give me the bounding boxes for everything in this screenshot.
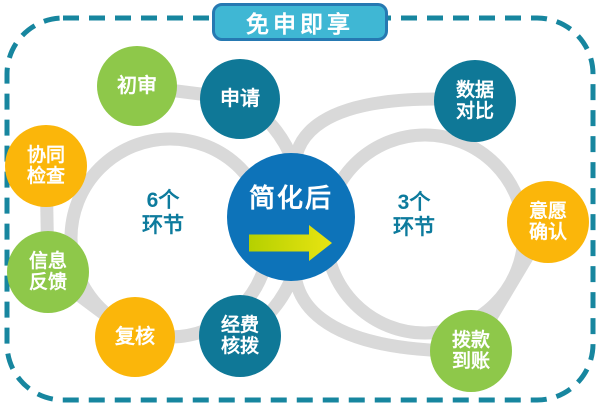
center-simplified-circle: 简化后	[227, 153, 355, 281]
step-joint-inspection: 协同 检查	[5, 125, 87, 207]
step-intent-confirmation: 意愿 确认	[507, 181, 589, 263]
page-title: 免申即享	[212, 3, 388, 41]
right-ring-label: 3个 环节	[393, 191, 435, 240]
left-ring-label: 6个 环节	[142, 189, 184, 238]
center-label: 简化后	[248, 182, 333, 213]
arrow-right-icon	[249, 224, 332, 261]
step-info-feedback: 信息 反馈	[7, 231, 89, 313]
step-data-comparison: 数据 对比	[434, 60, 516, 142]
step-application: 申请	[200, 59, 280, 139]
step-fund-arrival: 拨款 到账	[430, 310, 512, 392]
step-initial-review: 初审	[97, 46, 177, 126]
step-recheck: 复核	[95, 297, 175, 377]
step-fund-allocation: 经费 核拨	[199, 295, 281, 377]
